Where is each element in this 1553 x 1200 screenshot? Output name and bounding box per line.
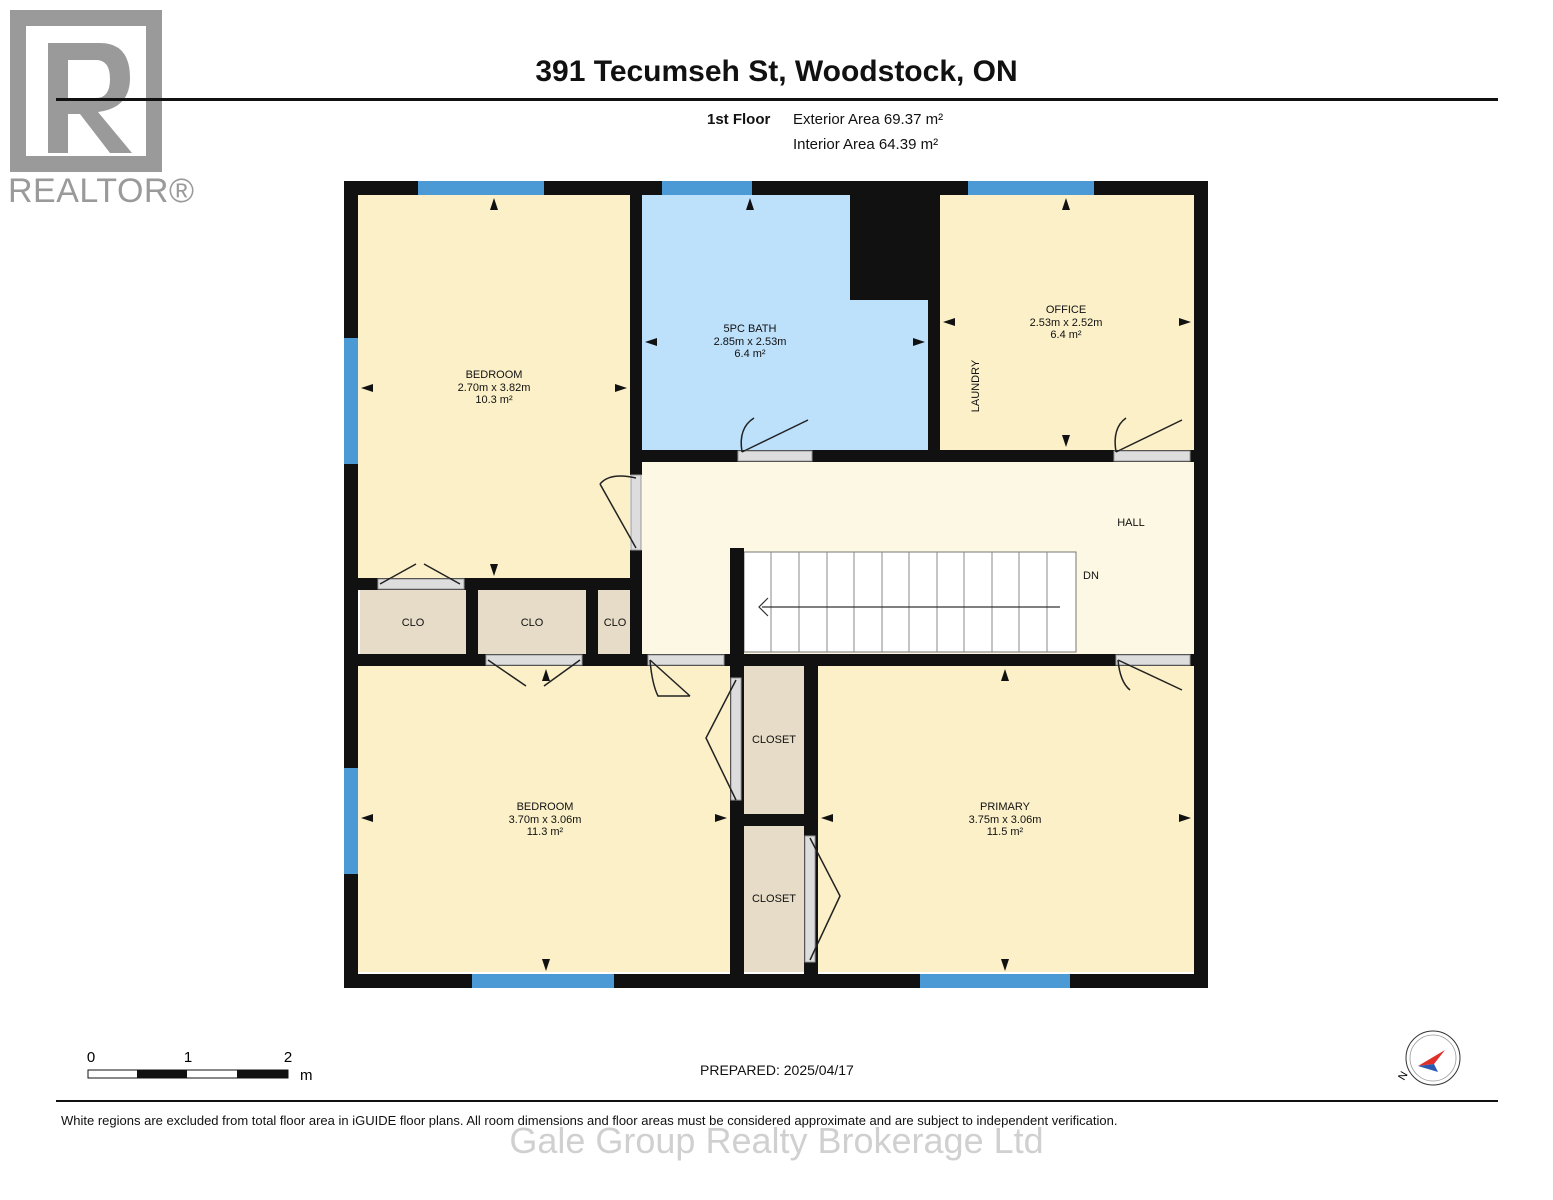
scale-tick-2: 2: [284, 1049, 292, 1066]
bath-dims: 2.85m x 2.53m: [714, 336, 787, 348]
closet-1-label: CLOSET: [752, 734, 796, 746]
clo-1-label: CLO: [402, 617, 425, 629]
bedroom-nw-dims: 2.70m x 3.82m: [458, 382, 531, 394]
clo-2-label: CLO: [521, 617, 544, 629]
closet-1-room: [360, 590, 466, 654]
prepared-date: PREPARED: 2025/04/17: [700, 1062, 854, 1078]
closet-3-room: [598, 590, 632, 654]
bedroom-sw-dims: 3.70m x 3.06m: [509, 814, 582, 826]
closet-2-label: CLOSET: [752, 893, 796, 905]
stairs-down-label: DN: [1083, 570, 1099, 582]
watermark: Gale Group Realty Brokerage Ltd: [509, 1120, 1044, 1161]
bedroom-sw-room: [358, 666, 730, 972]
bedroom-nw-room: [358, 195, 630, 579]
staircase: [743, 551, 1077, 653]
office-name: OFFICE: [1046, 304, 1086, 316]
compass-icon: N: [1398, 1030, 1461, 1086]
page-title: 391 Tecumseh St, Woodstock, ON: [535, 55, 1018, 88]
closet-5-room: [742, 826, 804, 972]
clo-3-label: CLO: [604, 617, 627, 629]
exterior-area: Exterior Area 69.37 m²: [793, 111, 944, 128]
walls: [344, 181, 1208, 988]
footer-rule: [56, 1100, 1498, 1102]
primary-dims: 3.75m x 3.06m: [969, 814, 1042, 826]
closet-4-room: [742, 666, 804, 814]
bedroom-sw-area: 11.3 m²: [527, 826, 564, 838]
closet-2-room: [478, 590, 586, 654]
office-dims: 2.53m x 2.52m: [1030, 317, 1103, 329]
bath-name: 5PC BATH: [724, 323, 777, 335]
scale-unit: m: [300, 1067, 313, 1084]
windows: [344, 181, 1094, 988]
scale-tick-0: 0: [87, 1049, 95, 1066]
primary-area: 11.5 m²: [987, 826, 1024, 838]
realtor-wordmark: REALTOR®: [8, 172, 195, 210]
office-area: 6.4 m²: [1050, 329, 1082, 341]
office-room: [940, 195, 1194, 450]
doors: [377, 450, 1191, 963]
bedroom-sw-name: BEDROOM: [517, 801, 574, 813]
compass-north-label: N: [1398, 1070, 1411, 1083]
scale-bar: 0 1 2 m: [87, 1049, 313, 1084]
floor-label: 1st Floor: [707, 111, 771, 128]
bedroom-nw-name: BEDROOM: [466, 369, 523, 381]
primary-room: [818, 666, 1194, 972]
primary-name: PRIMARY: [980, 801, 1031, 813]
door-swings: [379, 417, 1183, 961]
bedroom-nw-area: 10.3 m²: [475, 394, 513, 406]
laundry-label: LAUNDRY: [970, 359, 982, 412]
scale-tick-1: 1: [184, 1049, 192, 1066]
bath-area: 6.4 m²: [734, 348, 766, 360]
header-rule: [56, 98, 1498, 101]
hall-label: HALL: [1117, 517, 1145, 529]
interior-area: Interior Area 64.39 m²: [793, 136, 939, 153]
disclaimer-text: White regions are excluded from total fl…: [61, 1113, 1118, 1128]
dimension-arrows: [361, 198, 1191, 971]
